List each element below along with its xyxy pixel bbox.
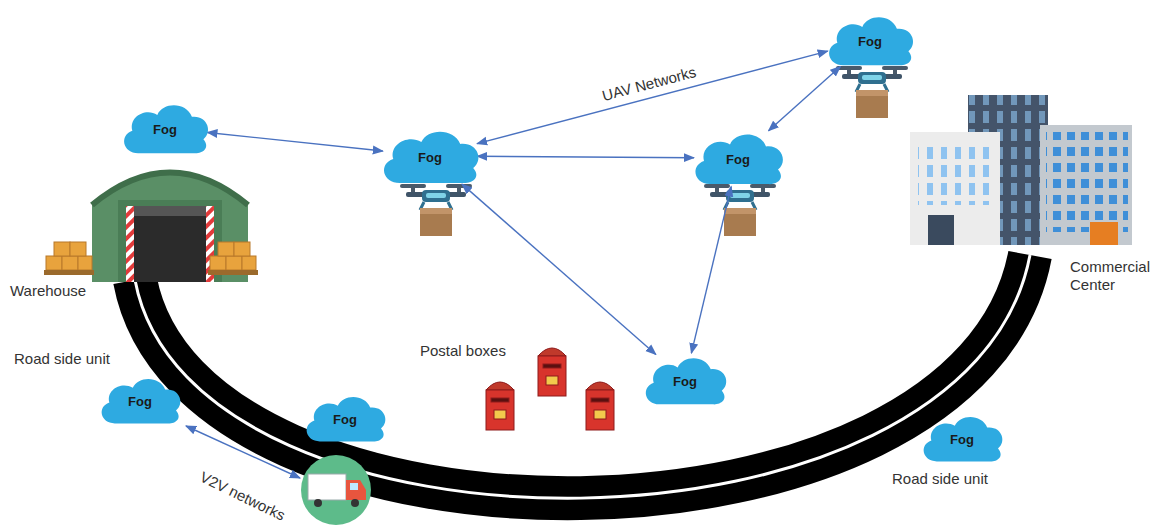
network-link xyxy=(691,187,731,354)
node-text: Fog xyxy=(376,150,484,165)
place-label: Road side unit xyxy=(892,470,988,488)
network-link xyxy=(477,156,694,157)
fog-cloud: Fog xyxy=(117,100,213,156)
node-text: Fog xyxy=(117,122,213,137)
node-text: Fog xyxy=(822,34,918,49)
fog-cloud: Fog xyxy=(376,126,484,186)
fog-cloud: Fog xyxy=(300,392,390,444)
place-label: Road side unit xyxy=(14,350,110,368)
fog-cloud: Fog xyxy=(95,374,185,426)
network-label: V2V networks xyxy=(197,468,288,525)
place-label: Postal boxes xyxy=(420,342,506,360)
place-label: Warehouse xyxy=(10,282,86,300)
network-link xyxy=(207,132,382,151)
fog-cloud: Fog xyxy=(917,412,1007,464)
fog-cloud: Fog xyxy=(822,12,918,68)
node-text: Fog xyxy=(300,412,390,427)
network-link xyxy=(462,184,656,354)
place-label: Commercial Center xyxy=(1070,258,1160,294)
node-text: Fog xyxy=(917,432,1007,447)
network-link xyxy=(769,66,841,130)
fog-cloud: Fog xyxy=(639,353,731,407)
node-text: Fog xyxy=(688,152,788,167)
fog-cloud: Fog xyxy=(688,129,788,187)
node-text: Fog xyxy=(639,374,731,389)
node-text: Fog xyxy=(95,394,185,409)
network-link xyxy=(477,51,828,143)
